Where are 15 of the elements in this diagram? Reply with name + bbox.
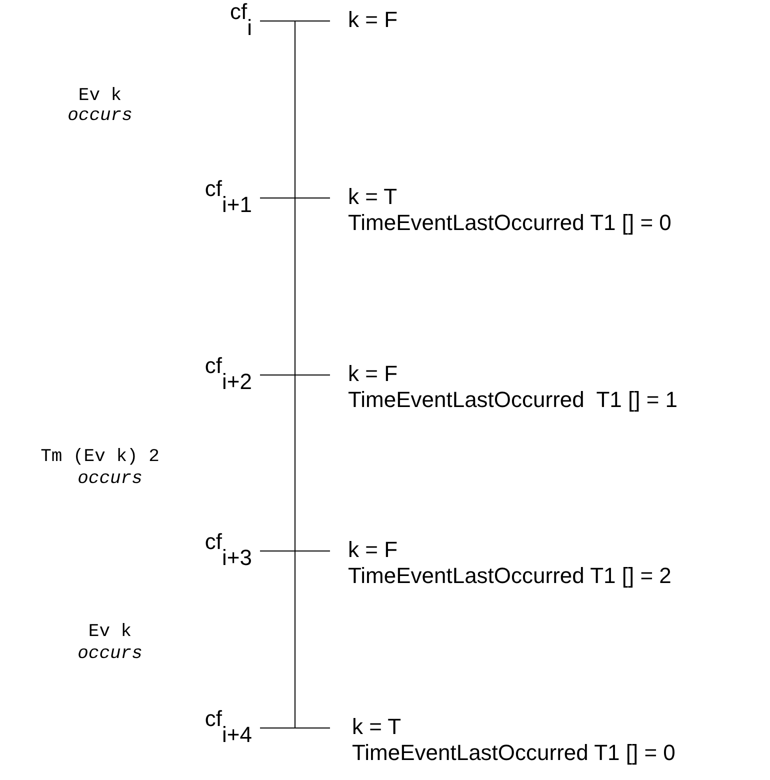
state-value: k = T bbox=[348, 184, 398, 210]
event-note: occurs bbox=[78, 469, 142, 491]
event-label: Ev k bbox=[88, 622, 132, 644]
state-value: TimeEventLastOccurred T1 [] = 2 bbox=[348, 563, 672, 590]
event-label: Ev k bbox=[78, 86, 122, 108]
state-value: k = F bbox=[348, 7, 398, 34]
state-value: k = F bbox=[348, 361, 398, 388]
state-value: k = F bbox=[348, 537, 398, 564]
state-value: k = T bbox=[352, 714, 402, 740]
event-label: Tm (Ev k) 2 bbox=[40, 447, 160, 469]
event-note: occurs bbox=[68, 106, 132, 128]
event-note: occurs bbox=[78, 644, 142, 666]
state-value: TimeEventLastOccurred T1 [] = 0 bbox=[348, 210, 672, 236]
state-value: TimeEventLastOccurred T1 [] = 1 bbox=[348, 387, 678, 414]
state-value: TimeEventLastOccurred T1 [] = 0 bbox=[352, 740, 676, 766]
